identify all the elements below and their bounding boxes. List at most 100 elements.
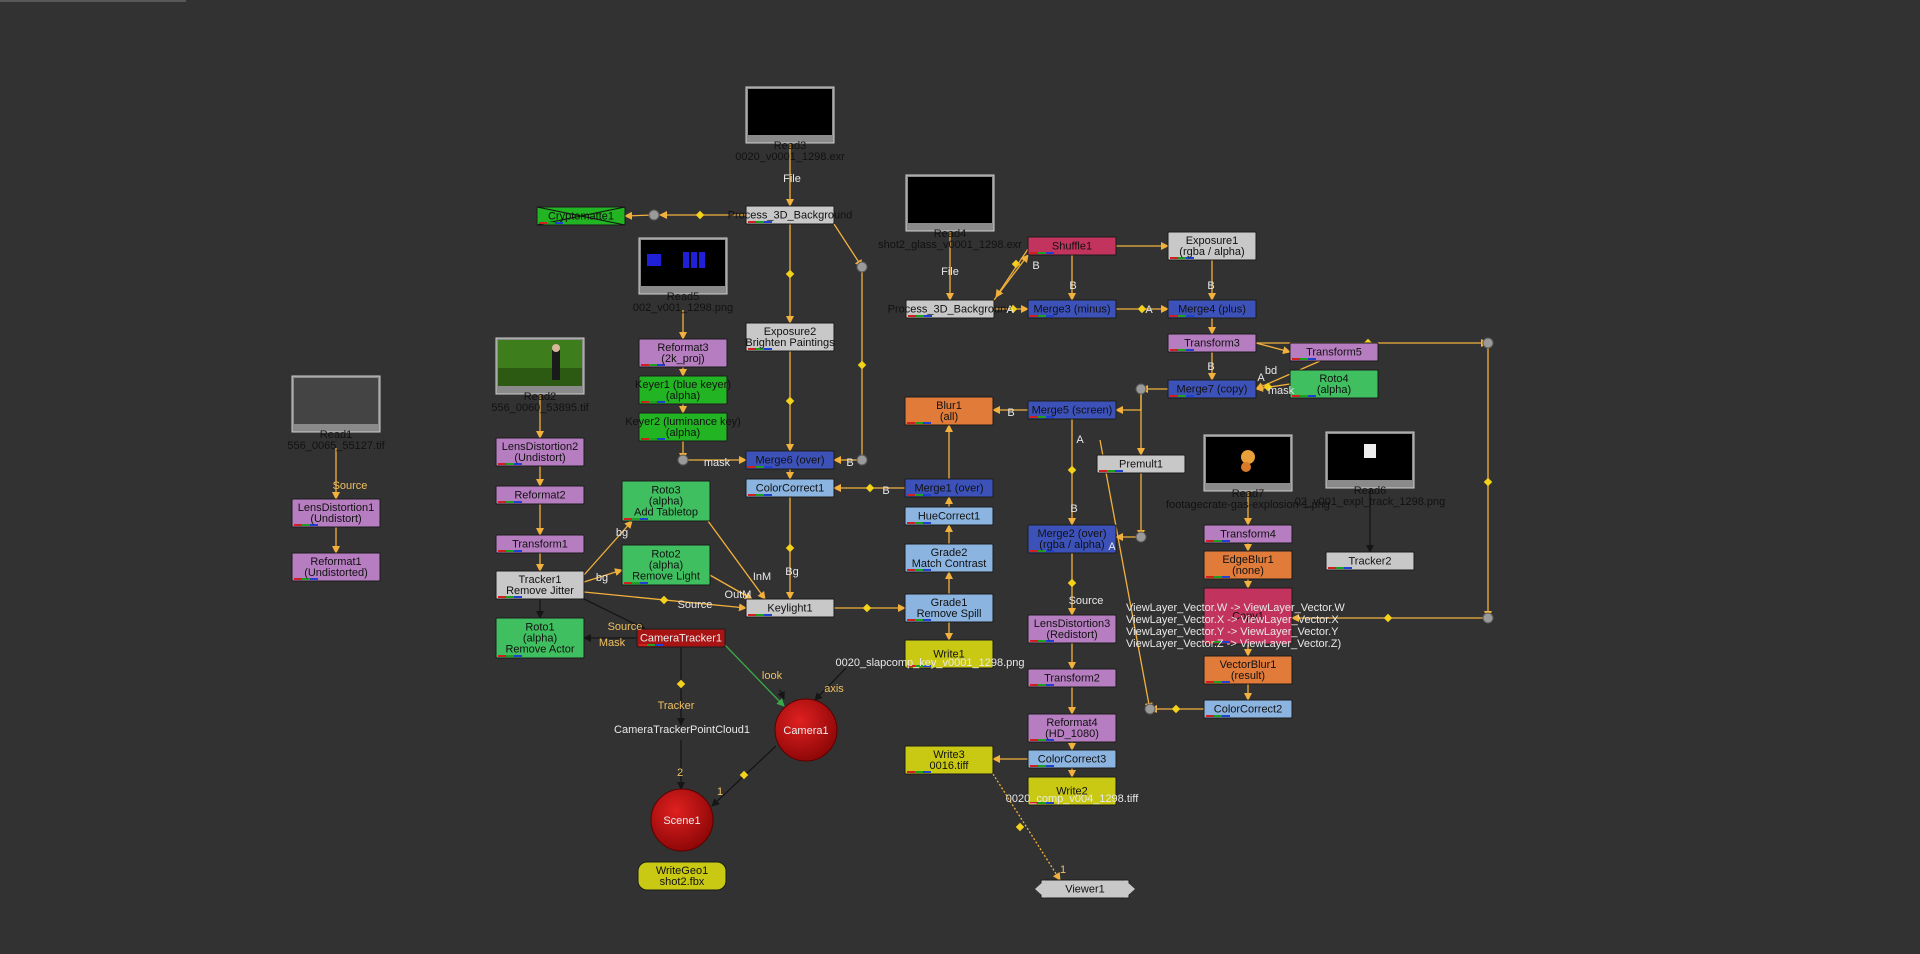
node-reformat3[interactable]: Reformat3(2k_proj) <box>638 338 728 368</box>
e-camtracker-ctpc-midpoint[interactable] <box>676 679 686 689</box>
e-write3-viewer[interactable] <box>992 773 1061 881</box>
e-merge3-merge4-midpoint[interactable] <box>1137 304 1147 314</box>
e-process2-shuffle-midpoint[interactable] <box>1011 259 1021 269</box>
e-camera-look[interactable] <box>777 689 785 700</box>
node-transform3[interactable]: Transform3 <box>1167 333 1257 353</box>
node-keylight1[interactable]: Keylight1 <box>745 598 835 618</box>
node-camera1[interactable]: Camera1 <box>774 698 838 762</box>
node-colorcorrect3[interactable]: ColorCorrect3 <box>1027 749 1117 769</box>
node-keyer1[interactable]: Keyer1 (blue keyer)(alpha) <box>635 375 731 405</box>
node-copy1[interactable]: Copy1 <box>1203 587 1293 645</box>
node-colorcorrect1[interactable]: ColorCorrect1 <box>745 478 835 498</box>
node-edgeblur1[interactable]: EdgeBlur1(none) <box>1203 550 1293 580</box>
e-process2-merge3-midpoint[interactable] <box>1008 304 1018 314</box>
node-merge6[interactable]: Merge6 (over) <box>745 450 835 470</box>
e-roto4-merge7[interactable] <box>1255 383 1291 392</box>
e-merge5-merge2-midpoint[interactable] <box>1067 465 1077 475</box>
e-merge7-merge5[interactable] <box>1115 389 1142 414</box>
e-keylight-grade1-midpoint[interactable] <box>862 603 872 613</box>
node-merge3[interactable]: Merge3 (minus) <box>1027 299 1117 319</box>
node-scene1[interactable]: Scene1 <box>650 788 714 852</box>
node-merge5[interactable]: Merge5 (screen) <box>1027 400 1117 420</box>
node-lensdistortion2[interactable]: LensDistortion2(Undistort) <box>495 437 585 467</box>
e-dot1-merge6[interactable] <box>833 267 863 464</box>
node-roto3[interactable]: Roto3(alpha)Add Tabletop <box>621 480 711 522</box>
e-roto3-keylight[interactable] <box>707 520 766 600</box>
node-huecorrect1[interactable]: HueCorrect1 <box>904 506 994 526</box>
node-vectorblur1[interactable]: VectorBlur1(result) <box>1203 655 1293 685</box>
e-camtracker-camera[interactable] <box>724 644 785 707</box>
node-roto2[interactable]: Roto2(alpha)Remove Light <box>621 544 711 586</box>
e-dot1-merge6-midpoint[interactable] <box>857 360 867 370</box>
e-dotR-down-midpoint[interactable] <box>1483 477 1493 487</box>
e-tracker1-keylight-midpoint[interactable] <box>659 595 669 605</box>
dot-node-2[interactable] <box>677 454 689 466</box>
e-tracker1-roto3[interactable] <box>583 520 633 576</box>
node-merge2[interactable]: Merge2 (over)(rgba / alpha) <box>1027 524 1117 554</box>
node-transform4[interactable]: Transform4 <box>1203 524 1293 544</box>
node-cryptomatte1[interactable]: Cryptomatte1 <box>536 206 626 226</box>
dot-node-4[interactable] <box>1135 383 1147 395</box>
node-roto1[interactable]: Roto1(alpha)Remove Actor <box>495 617 585 659</box>
node-shuffle1[interactable]: Shuffle1 <box>1027 236 1117 256</box>
dot-node-8[interactable] <box>1144 703 1156 715</box>
e-process1-crypto-midpoint[interactable] <box>695 210 705 220</box>
node-reformat2[interactable]: Reformat2 <box>495 485 585 505</box>
node-roto4[interactable]: Roto4(alpha) <box>1289 369 1379 399</box>
e-cc1-keylight-midpoint[interactable] <box>785 543 795 553</box>
node-keyer2[interactable]: Keyer2 (luminance key)(alpha) <box>625 412 741 442</box>
node-cameratracker1[interactable]: CameraTracker1 <box>636 628 726 648</box>
node-viewer1[interactable]: Viewer1 <box>1035 879 1135 899</box>
dot-node-0[interactable] <box>648 209 660 221</box>
node-premult1[interactable]: Premult1 <box>1096 454 1186 474</box>
e-tracker1-camtracker[interactable] <box>583 598 646 630</box>
node-colorcorrect2[interactable]: ColorCorrect2 <box>1203 699 1293 719</box>
dot-node-1[interactable] <box>856 261 868 273</box>
e-process1-dot1[interactable] <box>833 223 863 268</box>
node-lensdistortion1[interactable]: LensDistortion1(Undistort) <box>291 498 381 528</box>
e-tracker1-roto2[interactable] <box>583 568 623 583</box>
node-merge1[interactable]: Merge1 (over) <box>904 478 994 498</box>
e-exposure2-merge6-midpoint[interactable] <box>785 396 795 406</box>
e-merge2-lens3-midpoint[interactable] <box>1067 578 1077 588</box>
node-lensdistortion3[interactable]: LensDistortion3(Redistort) <box>1027 614 1117 644</box>
e-cc2-dot-midpoint[interactable] <box>1171 704 1181 714</box>
node-exposure1[interactable]: Exposure1(rgba / alpha) <box>1167 231 1257 261</box>
node-write1[interactable]: Write1 <box>904 639 994 669</box>
e-merge2-cc2dot[interactable] <box>1099 439 1153 711</box>
node-process1[interactable]: Process_3D_Background <box>728 205 853 225</box>
dot-node-7[interactable] <box>1482 612 1494 624</box>
node-write2[interactable]: Write2 <box>1027 776 1117 806</box>
node-reformat1[interactable]: Reformat1(Undistorted) <box>291 552 381 582</box>
e-write3-viewer-midpoint[interactable] <box>1015 822 1025 832</box>
node-transform1[interactable]: Transform1 <box>495 534 585 554</box>
e-write1-camera[interactable] <box>814 667 847 701</box>
e-transform3-transform5[interactable] <box>1255 342 1291 355</box>
e-dotR-copy-midpoint[interactable] <box>1383 613 1393 623</box>
node-merge4[interactable]: Merge4 (plus) <box>1167 299 1257 319</box>
dot-node-3[interactable] <box>856 454 868 466</box>
node-tracker2[interactable]: Tracker2 <box>1325 551 1415 571</box>
e-process1-exposure2-midpoint[interactable] <box>785 269 795 279</box>
node-blur1[interactable]: Blur1(all) <box>904 396 994 426</box>
e-read4-shuffle[interactable] <box>995 245 1031 298</box>
node-transform5[interactable]: Transform5 <box>1289 342 1379 362</box>
e-cc1-merge1-midpoint[interactable] <box>865 483 875 493</box>
e-roto4-merge7-midpoint[interactable] <box>1263 382 1273 392</box>
dot-node-5[interactable] <box>1135 531 1147 543</box>
node-process2[interactable]: Process_3D_Background <box>888 299 1013 319</box>
node-transform2[interactable]: Transform2 <box>1027 668 1117 688</box>
e-roto2-keylight[interactable] <box>707 573 753 600</box>
